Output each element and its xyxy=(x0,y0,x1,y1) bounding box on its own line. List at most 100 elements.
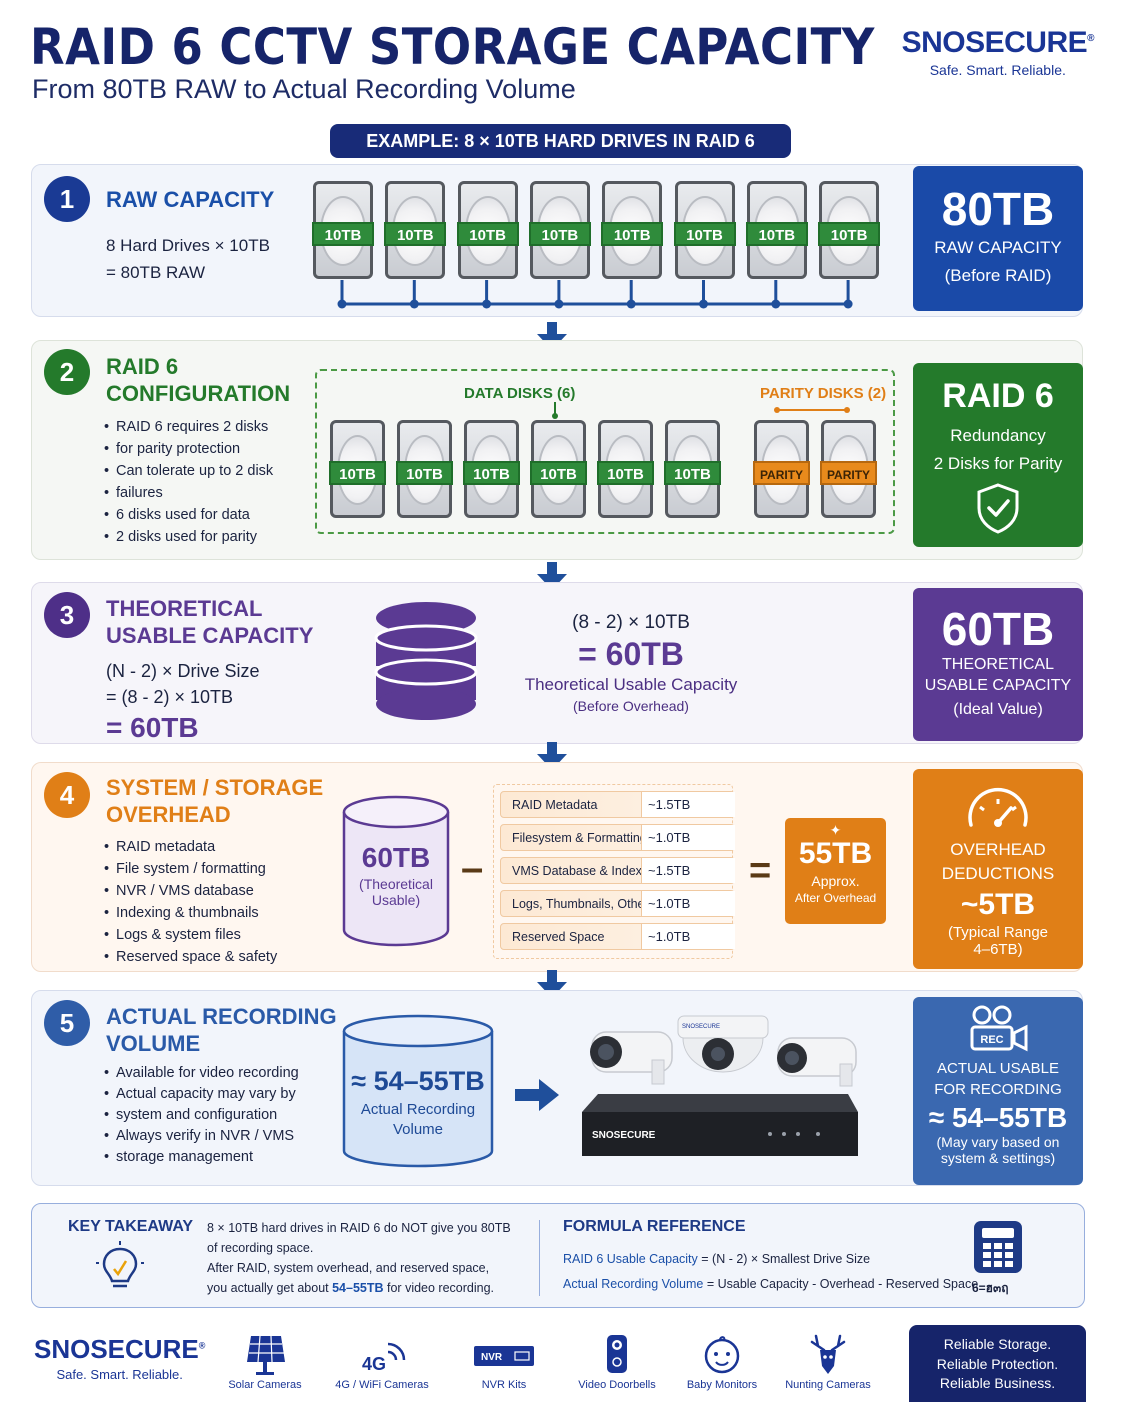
shield-check-icon xyxy=(977,483,1019,534)
data-disk-label: 10TB xyxy=(530,461,587,485)
takeaway-text3: After RAID, system overhead, and reserve… xyxy=(207,1261,490,1275)
mid-formula: (8 - 2) × 10TB xyxy=(572,612,690,633)
hard-drive-icon: 10TB xyxy=(818,181,881,279)
step-number-5: 5 xyxy=(44,1000,90,1046)
right-arrow-icon xyxy=(515,1079,559,1111)
drive-bus-line xyxy=(337,280,853,309)
formula-line1: (N - 2) × Drive Size xyxy=(106,661,260,681)
bullet: 2 disks used for parity xyxy=(104,526,273,548)
takeaway-title: KEY TAKEAWAY xyxy=(68,1218,194,1235)
overhead-amount: ~1.0TB xyxy=(641,891,735,916)
step-number-3: 3 xyxy=(44,592,90,638)
section1-heading: RAW CAPACITY xyxy=(106,187,275,212)
takeaway-text1: 8 × 10TB hard drives in RAID 6 do NOT gi… xyxy=(207,1221,511,1235)
overhead-box: OVERHEAD DEDUCTIONS ~5TB (Typical Range … xyxy=(913,769,1083,969)
overhead-item: RAID Metadata xyxy=(512,798,598,812)
overhead-amount: ~1.0TB xyxy=(641,825,735,850)
data-disk-label: 10TB xyxy=(329,461,386,485)
bullet-cont: for parity protection xyxy=(104,438,273,460)
data-disk-icon: 10TB xyxy=(329,420,386,518)
section4-heading1: SYSTEM / STORAGE xyxy=(106,775,324,800)
bullet: RAID 6 requires 2 disks xyxy=(104,416,273,438)
actual-usable-note2: system & settings) xyxy=(940,1150,1056,1166)
cylinder-label1: (Theoretical xyxy=(359,876,433,892)
formula2-eq: = Usable Capacity - Overhead - Reserved … xyxy=(706,1277,979,1291)
footer-item-hunting-cameras[interactable]: Nunting Cameras xyxy=(778,1332,878,1391)
page-subtitle: From 80TB RAW to Actual Recording Volume xyxy=(32,74,576,104)
section5-heading1: ACTUAL RECORDING xyxy=(106,1004,337,1029)
data-disks-label: DATA DISKS (6) xyxy=(464,385,576,402)
brand-reg: ® xyxy=(1087,33,1094,44)
section1-line1: 8 Hard Drives × 10TB xyxy=(106,236,270,255)
overhead-value: ~5TB xyxy=(960,888,1036,921)
overhead-item: Filesystem & Formatting xyxy=(512,831,647,845)
footer-item-nvr-kits[interactable]: NVR NVR Kits xyxy=(454,1332,554,1391)
overhead-item: Logs, Thumbnails, Others xyxy=(512,897,655,911)
takeaway-divider xyxy=(539,1220,540,1296)
bullet: RAID metadata xyxy=(104,836,277,858)
footer-brand: SNOSECURE® Safe. Smart. Reliable. xyxy=(34,1334,206,1382)
database-icon xyxy=(374,602,478,720)
footer-item-baby-monitors[interactable]: Baby Monitors xyxy=(672,1332,772,1391)
svg-text:4G: 4G xyxy=(362,1354,386,1374)
section2-heading1: RAID 6 xyxy=(106,354,179,379)
formula1-label: RAID 6 Usable Capacity xyxy=(563,1252,698,1266)
section5-heading2: VOLUME xyxy=(106,1031,201,1056)
baby-face-icon xyxy=(704,1336,740,1374)
overhead-row: Filesystem & Formatting~1.0TB xyxy=(500,824,735,851)
minus-sign: – xyxy=(461,846,484,890)
sparkle-icon: ✦ xyxy=(829,822,842,838)
nvr-recorder-icon: SNOSECURE xyxy=(582,1094,858,1156)
section2-heading2: CONFIGURATION xyxy=(106,381,291,406)
nvr-icon: NVR xyxy=(474,1346,534,1366)
calculator-caption: 6=ฮ๓ฤ xyxy=(972,1281,1009,1295)
step-number-2: 2 xyxy=(44,349,90,395)
data-disk-icon: 10TB xyxy=(396,420,453,518)
cylinder-value: 60TB xyxy=(361,842,431,873)
gauge-icon xyxy=(968,787,1028,827)
footer-item-video-doorbells[interactable]: Video Doorbells xyxy=(567,1332,667,1391)
after-overhead-box: ✦ 55TB Approx. After Overhead xyxy=(785,818,886,924)
bullet-camera-icon-2 xyxy=(777,1037,857,1087)
doorbell-icon xyxy=(607,1335,627,1373)
brand-logo: SNOSECURE® Safe. Smart. Reliable. xyxy=(902,26,1095,78)
nvr-camera-illustration: SNOSECURE SNOSECURE xyxy=(582,1015,858,1156)
actual-usable-box: REC ACTUAL USABLE FOR RECORDING ≈ 54–55T… xyxy=(913,997,1083,1185)
theoretical-capacity-box: 60TB THEORETICAL USABLE CAPACITY (Ideal … xyxy=(913,588,1083,741)
overhead-amount: ~1.0TB xyxy=(641,924,735,949)
drive-capacity-label: 10TB xyxy=(601,222,664,246)
hard-drive-icon: 10TB xyxy=(384,181,447,279)
actual-usable-value: ≈ 54–55TB xyxy=(928,1102,1068,1133)
hard-drive-icon: 10TB xyxy=(528,181,591,279)
theoretical-label2: USABLE CAPACITY xyxy=(924,677,1072,694)
bullet-cont: system and configuration xyxy=(104,1105,299,1126)
bullet: Can tolerate up to 2 disk xyxy=(104,460,273,482)
drive-capacity-label: 10TB xyxy=(528,222,591,246)
equals-sign: = xyxy=(749,850,772,892)
raw-capacity-note: (Before RAID) xyxy=(944,266,1052,285)
hard-drive-icon: 10TB xyxy=(601,181,664,279)
overhead-range1: (Typical Range xyxy=(947,924,1049,941)
dome-camera-icon: SNOSECURE xyxy=(677,1015,769,1073)
parity-disk-label: PARITY xyxy=(753,461,810,485)
mid-note: (Before Overhead) xyxy=(573,698,689,714)
theoretical-cylinder xyxy=(342,795,450,947)
video-record-icon: REC xyxy=(970,1005,1028,1052)
bullet: 6 disks used for data xyxy=(104,504,273,526)
section3-heading1: THEORETICAL xyxy=(106,596,263,621)
footer-item-solar-cameras[interactable]: Solar Cameras xyxy=(215,1332,315,1391)
takeaway-text4: you actually get about 54–55TB for video… xyxy=(207,1281,495,1295)
formula2-label: Actual Recording Volume xyxy=(563,1277,704,1291)
footer-item-4g-wifi-cameras[interactable]: 4G 4G / WiFi Cameras xyxy=(332,1332,432,1391)
bullet: Logs & system files xyxy=(104,924,277,946)
bullet: Indexing & thumbnails xyxy=(104,902,277,924)
hard-drive-icon: 10TB xyxy=(745,181,808,279)
overhead-item: Reserved Space xyxy=(512,930,605,944)
theoretical-note: (Ideal Value) xyxy=(953,701,1043,718)
overhead-row: Reserved Space ~1.0TB xyxy=(500,923,735,950)
parity-disk-icon: PARITY xyxy=(820,420,877,518)
hard-drive-icon: 10TB xyxy=(673,181,736,279)
data-disk-label: 10TB xyxy=(597,461,654,485)
bullet: Available for video recording xyxy=(104,1063,299,1084)
drive-capacity-label: 10TB xyxy=(312,222,374,246)
